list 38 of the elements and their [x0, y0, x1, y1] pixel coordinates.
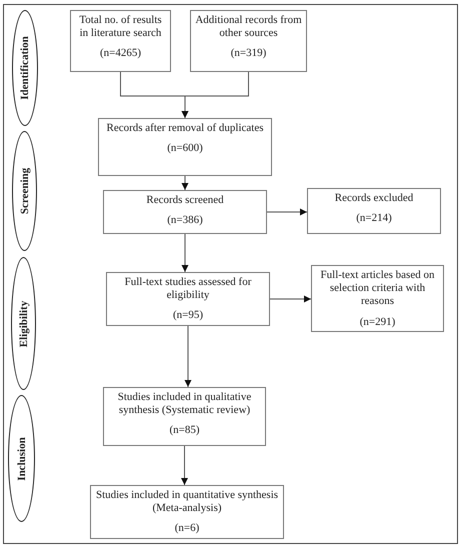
count-text: (n=6) — [174, 522, 200, 536]
count-text: (n=4265) — [100, 47, 142, 61]
process-box — [70, 10, 171, 72]
count-text: (n=600) — [167, 142, 203, 156]
arrow — [181, 446, 188, 486]
phase-label: Identification — [19, 36, 31, 100]
process-box — [90, 485, 284, 539]
count-text: (n=319) — [230, 47, 266, 61]
box-text: Records after removal of duplicates — [106, 122, 264, 136]
process-box — [103, 190, 267, 234]
box-text: Full-text articles based on selection criteria with reasons — [320, 269, 436, 309]
count-text: (n=386) — [167, 214, 203, 228]
process-box — [98, 118, 272, 176]
arrow — [184, 326, 192, 388]
process-box — [190, 10, 307, 72]
count-text: (n=95) — [172, 309, 204, 323]
process-box — [307, 188, 441, 234]
process-box — [103, 387, 266, 446]
arrow — [182, 72, 249, 118]
process-box — [311, 265, 444, 332]
box-text: Studies included in qualitative synthesis (Systematic review) — [116, 391, 252, 418]
box-text: Records screened — [146, 194, 224, 208]
box-text: Additional records from other sources — [195, 14, 302, 40]
box-text: Studies included in quantitative synthesis (Meta-analysis) — [95, 489, 279, 516]
count-text: (n=214) — [356, 212, 392, 226]
count-text: (n=291) — [360, 316, 396, 329]
arrow — [270, 296, 312, 302]
process-box — [106, 272, 270, 326]
box-text: Full-text studies assessed for eligibility — [124, 276, 252, 302]
phase-label: Eligibility — [18, 300, 30, 347]
box-text: Records excluded — [334, 192, 414, 206]
phase-label: Inclusion — [16, 436, 28, 480]
arrow — [182, 176, 188, 190]
phase-label: Screening — [18, 168, 30, 214]
box-text: Total no. of results in literature search — [78, 14, 163, 40]
count-text: (n=85) — [169, 424, 200, 438]
arrow — [182, 234, 188, 272]
arrow — [266, 208, 308, 216]
